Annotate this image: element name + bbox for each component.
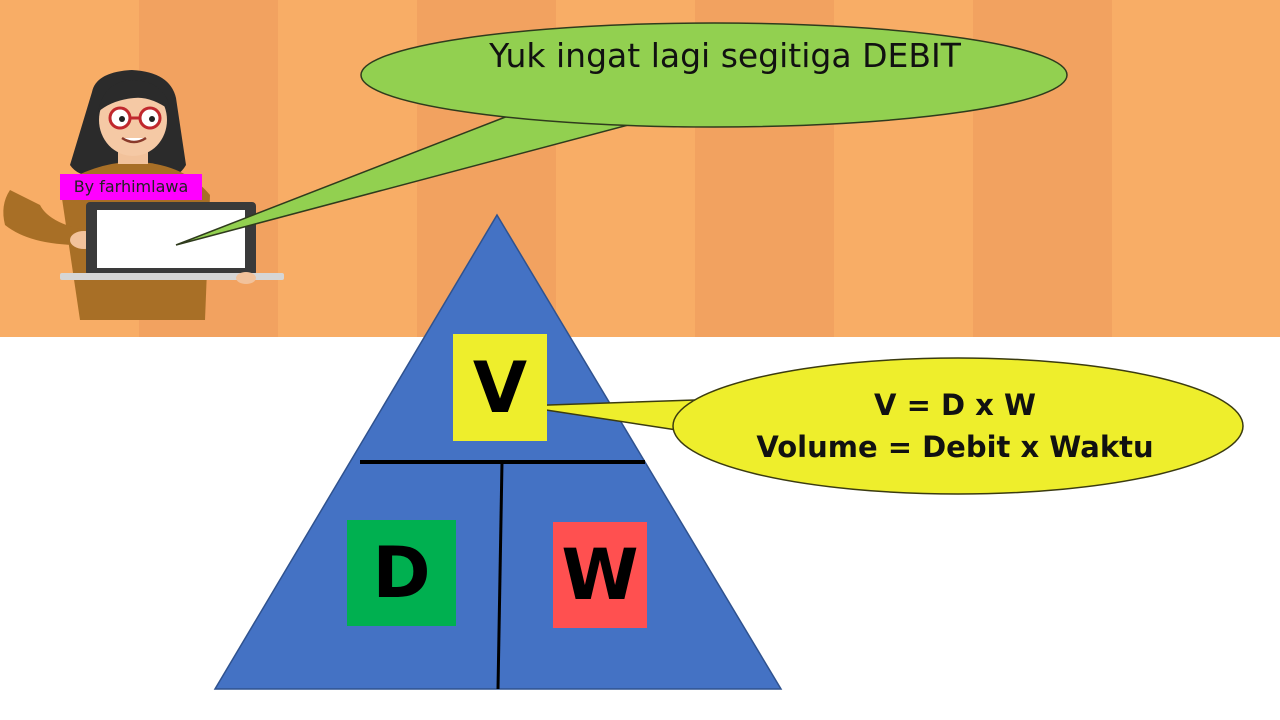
volume-letter: V [472,346,528,429]
volume-box: V [453,334,547,441]
teacher-illustration [3,70,284,320]
formula-long: Volume = Debit x Waktu [756,430,1154,464]
debit-letter: D [372,532,431,614]
waktu-box: W [553,522,647,628]
speech-bubble-formula [519,357,1244,495]
speech-bubble-top [175,22,1068,246]
formula-text: V = D x W Volume = Debit x Waktu [690,384,1220,468]
formula-short: V = D x W [874,388,1036,422]
speech-bubble-top-text: Yuk ingat lagi segitiga DEBIT [489,36,961,75]
debit-box: D [347,520,456,626]
author-tag: By farhimlawa [60,174,202,200]
waktu-letter: W [561,534,639,616]
